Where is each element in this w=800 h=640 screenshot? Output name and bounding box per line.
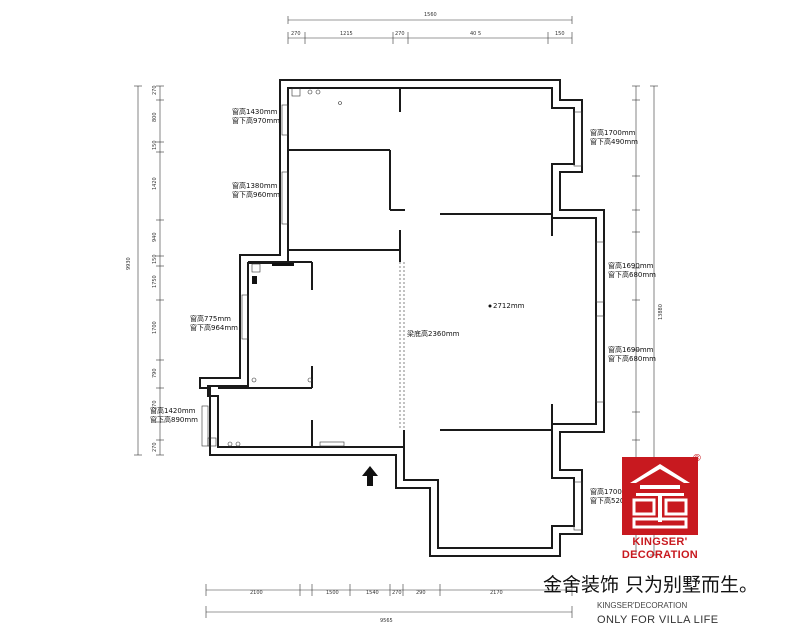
brand-name: KINGSER'	[632, 536, 688, 548]
brand-slogan: 金舍装饰 只为别墅而生。	[543, 574, 759, 596]
w2-sill: 窗下高960mm	[232, 190, 280, 199]
left-seg-7: 1750	[152, 275, 158, 288]
w4-sill: 窗下高890mm	[150, 415, 198, 424]
w2-height: 窗高1380mm	[232, 181, 278, 190]
left-seg-8: 1700	[152, 321, 158, 334]
brand-tagline: ONLY FOR VILLA LIFE	[597, 614, 719, 626]
w8-height: 窗高1700mm	[590, 487, 636, 496]
w5-sill: 窗下高490mm	[590, 137, 638, 146]
left-total-dim: 9930	[126, 257, 132, 270]
top-total-dim: 1560	[424, 12, 437, 18]
registered-mark: ®	[692, 453, 702, 464]
right-total-dim: 13880	[658, 304, 664, 320]
left-seg-6: 150	[152, 254, 158, 264]
w7-sill: 窗下高680mm	[608, 354, 656, 363]
w1-height: 窗高1430mm	[232, 107, 278, 116]
w7-height: 窗高1690mm	[608, 345, 654, 354]
w4-height: 窗高1420mm	[150, 406, 196, 415]
top-seg-4: 40 5	[470, 31, 481, 37]
bottom-seg-1: 2100	[250, 590, 263, 596]
w8-sill: 窗下高520mm	[590, 496, 638, 505]
w6-sill: 窗下高680mm	[608, 270, 656, 279]
left-seg-9: 790	[152, 368, 158, 378]
ceiling-height: 2712mm	[493, 302, 525, 310]
top-seg-3: 270	[395, 31, 405, 37]
brand-subtitle: KINGSER'DECORATION	[597, 601, 688, 610]
walls	[199, 79, 605, 557]
bottom-seg-4: 270	[392, 590, 402, 596]
bottom-dimension-chain: 2100 1500 1540 270 290 2170 9565	[205, 584, 573, 624]
top-dimension-chain: 1560 270 1215 270 40 5 150	[287, 12, 573, 44]
left-seg-5: 940	[152, 232, 158, 242]
left-seg-4: 1420	[152, 177, 158, 190]
bottom-seg-2: 1500	[326, 590, 339, 596]
left-seg-3: 150	[152, 140, 158, 150]
kingser-logo	[622, 457, 698, 535]
w6-height: 窗高1690mm	[608, 261, 654, 270]
top-seg-2: 1215	[340, 31, 353, 37]
w3-sill: 窗下高964mm	[190, 323, 238, 332]
bottom-seg-3: 1540	[366, 590, 379, 596]
bottom-total-dim: 9565	[380, 618, 393, 624]
top-seg-5: 150	[555, 31, 565, 37]
bottom-seg-5: 290	[416, 590, 426, 596]
w1-sill: 窗下高970mm	[232, 116, 280, 125]
left-seg-10: 270	[152, 400, 158, 410]
brand-name-sub: DECORATION	[621, 549, 699, 561]
bottom-seg-6: 2170	[490, 590, 503, 596]
left-seg-11: 270	[152, 442, 158, 452]
left-seg-1: 270	[152, 85, 158, 95]
entrance-arrow-icon	[362, 466, 378, 486]
w5-height: 窗高1700mm	[590, 128, 636, 137]
beam-height: 梁底高2360mm	[407, 329, 460, 338]
w3-height: 窗高775mm	[190, 314, 231, 323]
left-dimension-chain: 9930 270 800 150 1420 940 150 1750 1700 …	[126, 85, 164, 456]
top-seg-1: 270	[291, 31, 301, 37]
annotations: 窗高1430mm 窗下高970mm 窗高1380mm 窗下高960mm 窗高77…	[150, 107, 656, 505]
left-seg-2: 800	[152, 112, 158, 122]
